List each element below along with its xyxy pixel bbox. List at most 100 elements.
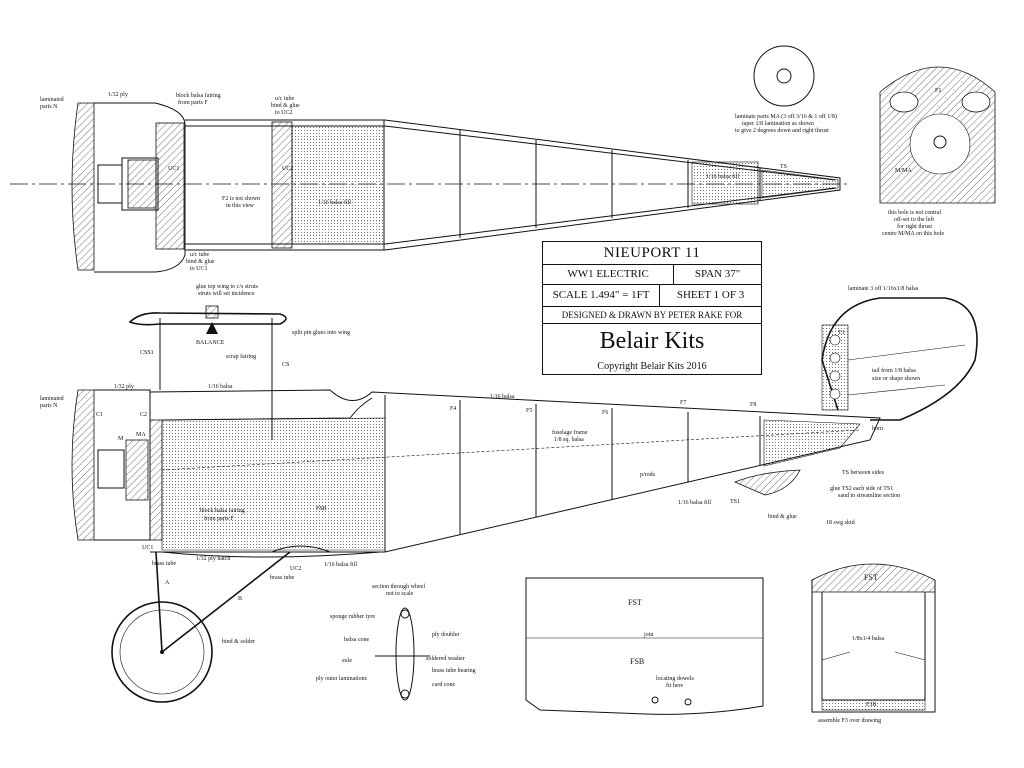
top-label-uc-bottom-1: u/c tube [190,252,209,258]
former-label-mma: M/MA [895,168,912,174]
f3-caption: assemble F3 over drawing [818,718,881,724]
wheel-label-cone: balsa cone [344,637,369,643]
wheel-label-washer: soldered washer [426,656,465,662]
side-label-fairing-1: block balsa fairing [200,507,245,514]
title-block: NIEUPORT 11 WW1 ELECTRIC SPAN 37" SCALE … [542,241,762,375]
side-label-cs: CS [282,362,289,368]
title-scale: SCALE 1.494" = 1FT [552,289,650,301]
thrust-washer-detail: laminate parts MA (3 off 3/16 & 1 off 1/… [735,45,837,134]
side-label-split-pin: split pin glues into wing [292,330,350,336]
title-sheet: SHEET 1 OF 3 [659,284,761,306]
top-label-uc-bottom-2: bind & glue [186,259,215,265]
deck-label-fsb: FSB [630,657,644,666]
side-label-bind-glue: bind & glue [768,514,797,520]
former-note-2: off-set to the left [894,216,934,223]
top-label-f2-1: F2 is not shown [222,196,260,202]
wheel-label-bearing: brass tube bearing [432,668,476,674]
side-label-m: M [118,436,124,442]
side-label-f8: F8 [750,402,756,408]
side-label-ma: MA [136,432,146,438]
side-label-fill-a: 1/16 balsa fill [678,499,711,506]
tail-note-1: tail from 1/8 balsa [872,367,916,374]
top-label-uc-tube-2: bind & glue [271,103,300,109]
decking-parts: FST join FSB locating dowels fit here [525,577,764,715]
title-brand: Belair Kits [599,327,705,354]
side-label-glue-ts-2: sand to streamline section [838,493,900,499]
former-note-3: for right thrust [897,223,932,230]
wheel-label-doubler: ply doubler [432,632,460,638]
top-label-f2-2: in this view [226,203,255,209]
f3-label-balsa: 1/8x1/4 balsa [852,636,884,642]
tail-note-2: size or shape shown [872,376,920,382]
side-label-hatch: 1/32 ply hatch [196,556,230,562]
top-label-uc1: UC1 [168,166,179,172]
title-row-scale-sheet: SCALE 1.494" = 1FT SHEET 1 OF 3 [543,284,761,307]
title-span: SPAN 37" [673,264,761,284]
deck-label-dowels-1: locating dowels [656,676,694,682]
tail-label-laminate: laminate 3 off 1/16x1/8 balsa [848,285,919,292]
title-copyright: Copyright Belair Kits 2016 [597,360,707,372]
top-label-fill-1: 1/16 balsa fill [318,199,351,206]
title-row-type-span: WW1 ELECTRIC SPAN 37" [543,264,761,285]
tail-label-t1: T1 [838,330,845,336]
side-label-glue-2: struts will set incidence [198,291,255,297]
f3-label-fst: FST [864,573,878,582]
top-label-uc-tube-1: u/c tube [275,96,294,102]
deck-label-dowels-2: fit here [666,682,683,689]
side-label-css1: CSS1 [140,350,154,356]
wheel-title-2: not to scale [386,591,414,597]
top-label-uc-tube-3: to UC2 [275,110,293,116]
side-label-ts-between: TS between sides [842,470,885,476]
side-label-brass-2: brass tube [270,575,294,581]
top-label-laminated: laminated [40,97,64,103]
thrust-note-2: taper 1/8 lamination as shown [742,121,814,127]
title-type: WW1 ELECTRIC [567,268,649,280]
title-designer: DESIGNED & DRAWN BY PETER RAKE FOR [543,306,761,324]
side-label-f6: F6 [602,410,608,416]
side-label-frame-2: 1/8 sq. balsa [554,437,584,443]
wheel-label-laminations: ply outer laminations [316,676,368,682]
side-label-horn: horn [872,426,883,432]
top-label-fairing-2: from parts F [178,99,208,106]
wheel-title-1: section through wheel [372,584,425,590]
wheel-label-card: card cone [432,682,455,688]
side-label-balance: BALANCE [196,340,225,346]
top-label-fairing-1: block balsa fairing [176,92,221,99]
side-label-laminated: laminated [40,396,64,402]
side-label-uc1: UC1 [142,545,153,551]
top-label-parts-n: parts N [40,104,58,110]
side-label-fill-b: 1/16 balsa fill [324,561,357,568]
side-label-skid: 18 swg skid [826,520,855,526]
side-label-f5: F5 [526,408,532,414]
top-label-fill-2: 1/16 balsa fill [706,173,739,180]
undercarriage: A B bind & solder [111,551,291,703]
side-label-ply: 1/32 ply [114,384,134,390]
side-label-f4: F4 [450,406,456,412]
side-view-fuselage: glue top wing to c/s struts struts will … [40,284,900,581]
deck-label-join: join [643,632,653,638]
side-label-f7: F7 [680,400,686,406]
side-label-parts-n: parts N [40,403,58,409]
former-note-1: this hole is not central [888,210,941,216]
uc-label-b: B [238,596,242,602]
side-label-uc2: UC2 [290,566,301,572]
tail-fin-detail: laminate 3 off 1/16x1/8 balsa T1 tail fr… [821,285,978,421]
side-label-c2: C2 [140,412,147,418]
side-label-balsa: 1/16 balsa [208,384,233,390]
wheel-section: section through wheel not to scale spong… [316,584,476,701]
former-note-4: centre M/MA on this hole [882,231,944,237]
top-view-fuselage: laminated parts N 1/32 ply block balsa f… [10,92,850,273]
title-name: NIEUPORT 11 [543,242,761,265]
top-label-uc2: UC2 [282,166,293,172]
uc-label-bind: bind & solder [222,639,255,645]
thrust-note-1: laminate parts MA (3 off 3/16 & 1 off 1/… [735,113,837,120]
wheel-label-tyre: sponge rubber tyre [330,614,375,620]
top-label-ts: TS [780,164,787,170]
side-label-prods: p/rods [640,472,656,478]
side-label-glue-ts-1: glue TS2 each side of TS1 [830,485,893,492]
side-label-fsb: FSB [316,506,327,512]
side-label-ts1: TS1 [730,499,740,505]
side-label-fairing-2: from parts F [204,515,234,522]
side-label-glue-1: glue top wing to c/s struts [196,284,258,290]
